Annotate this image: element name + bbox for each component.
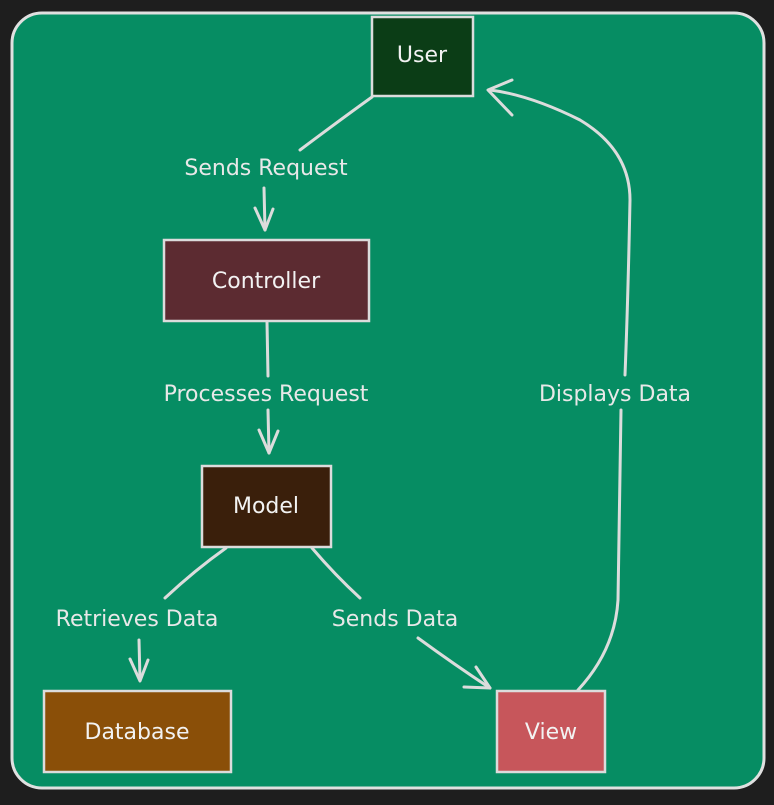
node-database-label: Database [85, 720, 190, 745]
node-database-box [42, 689, 233, 774]
node-model: Model [200, 464, 333, 549]
edge-model-database-arrow-shaft [137, 638, 142, 682]
node-controller: Controller [162, 238, 371, 323]
node-user: User [370, 15, 475, 98]
node-view: View [495, 689, 607, 774]
edge-model-view-arrow-shaft [416, 636, 492, 690]
node-view-label: View [525, 720, 577, 745]
edge-view-user-arrowhead [486, 78, 514, 117]
node-user-label: User [397, 43, 448, 68]
node-controller-box [162, 238, 371, 323]
edge-user-controller-line [298, 95, 374, 152]
node-model-box [200, 464, 333, 549]
edge-model-view-arrowhead [462, 665, 492, 690]
node-model-label: Model [233, 494, 299, 519]
edge-controller-model-line [265, 320, 270, 378]
diagram-panel [10, 11, 766, 790]
edge-model-database-arrowhead [128, 657, 150, 683]
node-database: Database [42, 689, 233, 774]
edge-user-controller-arrow-shaft [262, 186, 267, 232]
edge-controller-model-arrowhead [257, 428, 280, 455]
edge-user-controller-arrowhead [253, 206, 275, 232]
edge-label-processes-request: Processes Request [164, 382, 369, 407]
edge-label-sends-request: Sends Request [184, 156, 348, 181]
node-view-box [495, 689, 607, 774]
edge-label-retrieves-data: Retrieves Data [56, 607, 219, 632]
node-controller-label: Controller [212, 269, 321, 294]
edge-label-sends-data: Sends Data [332, 607, 458, 632]
edge-view-user-line-upper [488, 88, 632, 377]
edge-model-view-line [310, 546, 362, 600]
node-user-box [370, 15, 475, 98]
edge-label-displays-data: Displays Data [539, 382, 691, 407]
edge-model-database-line [163, 546, 228, 600]
edge-view-user-line-lower [576, 408, 623, 692]
edge-controller-model-arrow-shaft [266, 408, 271, 455]
